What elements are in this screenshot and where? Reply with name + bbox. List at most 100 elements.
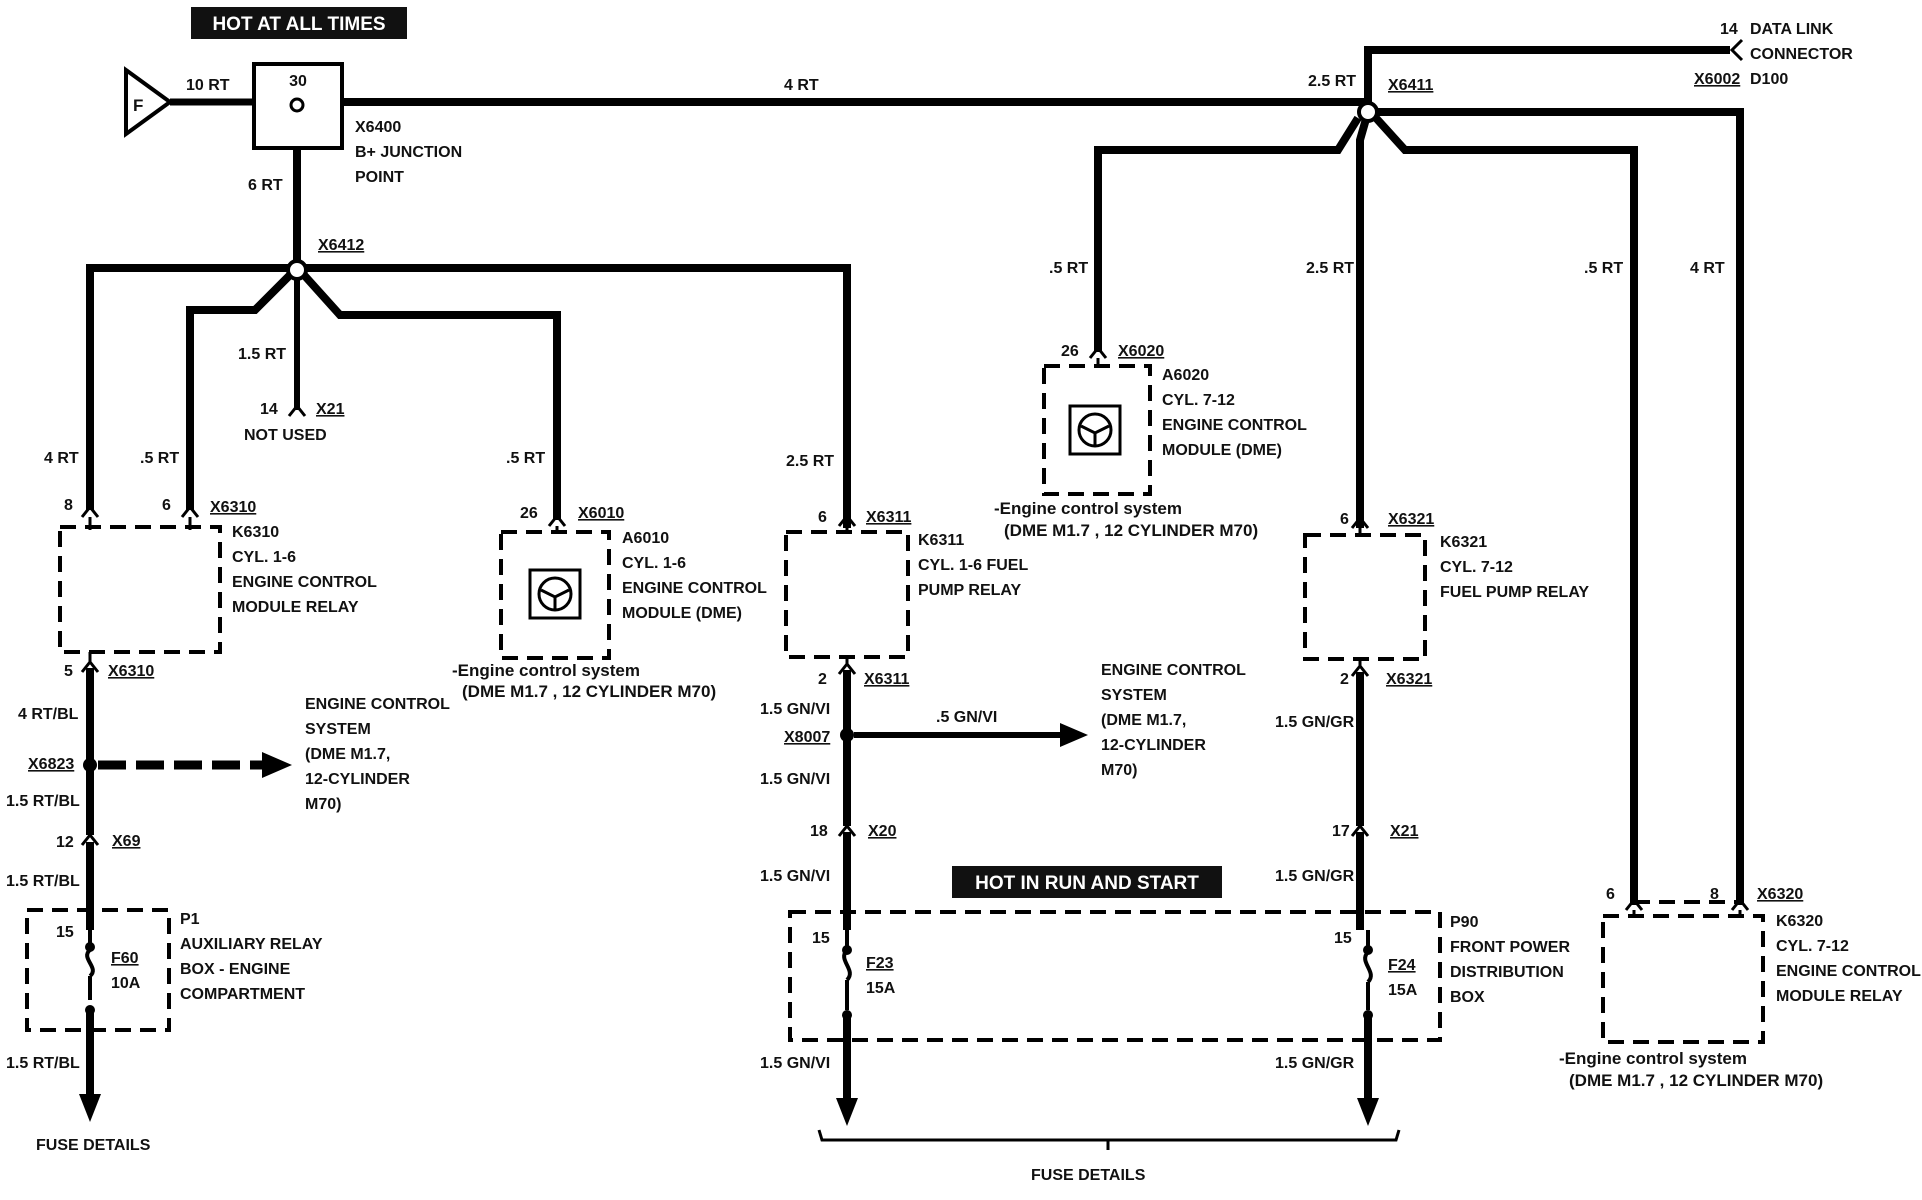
x69-pin: 12 (56, 834, 74, 851)
b-junction-name1: B+ JUNCTION (355, 144, 462, 161)
x21r-conn: X21 (1390, 823, 1419, 840)
k6321-out-conn: X6321 (1386, 671, 1432, 688)
ecs-left-line5: M70) (305, 796, 341, 813)
x21-unused-conn: X21 (316, 401, 345, 418)
k6310-relay-box (58, 525, 222, 654)
x69-below-wire-label: 1.5 RT/BL (6, 873, 80, 890)
x21-unused-connector (287, 403, 307, 417)
hot-at-all-times-label: HOT AT ALL TIMES (212, 14, 385, 35)
k6320-conn: X6320 (1757, 886, 1803, 903)
k6320-id: K6320 (1776, 913, 1823, 930)
a6020-line3: MODULE (DME) (1162, 442, 1282, 459)
x6823-branch-arrow (262, 752, 292, 778)
a6010-conn: X6010 (578, 505, 624, 522)
x8007-branch-label: .5 GN/VI (936, 709, 997, 726)
x6823-label: X6823 (28, 756, 74, 773)
x8007-label: X8007 (784, 729, 830, 746)
k6311-out-wire-label: 1.5 GN/VI (760, 701, 830, 718)
k6321-conn: X6321 (1388, 511, 1434, 528)
top-right-wire-label: 2.5 RT (1308, 73, 1356, 90)
data-link-wire (1364, 46, 1730, 102)
x6823-below-wire-label: 1.5 RT/BL (6, 793, 80, 810)
a6020-wire (1094, 115, 1362, 352)
b-junction-id: X6400 (355, 119, 401, 136)
p90-line3: BOX (1450, 989, 1485, 1006)
fusible-link-label: F (133, 96, 143, 115)
fuse-details-left: FUSE DETAILS (36, 1137, 151, 1154)
a6010-pin: 26 (520, 505, 538, 522)
k6321-wire (1356, 110, 1372, 528)
k6320-line1: CYL. 7-12 (1776, 938, 1849, 955)
f60-fuse-symbol (85, 930, 95, 1000)
f23-amps: 15A (866, 980, 896, 997)
ecs-mid-line2: SYSTEM (1101, 687, 1167, 704)
p1-line3: COMPARTMENT (180, 986, 305, 1003)
x21-unused-note: NOT USED (244, 427, 327, 444)
f60-id: F60 (111, 950, 139, 967)
ecs-mid-line4: 12-CYLINDER (1101, 737, 1206, 754)
x69-conn: X69 (112, 833, 141, 850)
k6321-out-connector (1350, 663, 1370, 677)
k6311-relay-box (784, 530, 910, 659)
b-junction-down-label: 6 RT (248, 177, 283, 194)
a6020-wire-label: .5 RT (1049, 260, 1088, 277)
x21r-pin: 17 (1332, 823, 1350, 840)
k6310-out-connector (80, 659, 100, 673)
k6310-conn: X6310 (210, 499, 256, 516)
x6411-splice (1357, 101, 1379, 123)
a6020-line1: CYL. 7-12 (1162, 392, 1235, 409)
k6311-wire (297, 264, 851, 528)
x20-below-wire-label: 1.5 GN/VI (760, 868, 830, 885)
k6310-pin8: 8 (64, 497, 73, 514)
a6010-connector (547, 513, 567, 527)
a6010-wheel-spokes (540, 588, 570, 610)
f23-top-terminal (842, 945, 852, 955)
a6020-line2: ENGINE CONTROL (1162, 417, 1307, 434)
a6010-wire-label: .5 RT (506, 450, 545, 467)
k6310-line3: MODULE RELAY (232, 599, 359, 616)
fuse-left-out-label: 1.5 RT/BL (6, 1055, 80, 1072)
data-link-pin: 14 (1720, 21, 1738, 38)
k6321-id: K6321 (1440, 534, 1487, 551)
k6321-pin: 6 (1340, 511, 1349, 528)
data-link-name2: CONNECTOR (1750, 46, 1853, 63)
ecs-left-line4: 12-CYLINDER (305, 771, 410, 788)
p90-pin-right: 15 (1334, 930, 1352, 947)
f60-top-terminal (85, 942, 95, 952)
k6311-out-pin: 2 (818, 671, 827, 688)
a6020-pin: 26 (1061, 343, 1079, 360)
f24-amps: 15A (1388, 982, 1418, 999)
x6411-label: X6411 (1388, 77, 1433, 94)
x21-unused-pin: 14 (260, 401, 278, 418)
k6320-pin8: 8 (1710, 886, 1719, 903)
x21-unused-wire-label: 1.5 RT (238, 346, 286, 363)
p1-fuse-box (25, 908, 171, 1032)
k6311-id: K6311 (918, 532, 964, 549)
a6020-ref1: -Engine control system (994, 499, 1182, 518)
x20-connector (837, 823, 857, 837)
x6412-label: X6412 (318, 237, 364, 254)
k6310-pin8-wire (86, 264, 297, 510)
x6823-splice (83, 758, 97, 772)
hot-at-all-times-banner (191, 7, 407, 39)
f23-out-label: 1.5 GN/VI (760, 1055, 830, 1072)
k6321-line1: CYL. 7-12 (1440, 559, 1513, 576)
f23-id: F23 (866, 955, 894, 972)
k6321-connector (1350, 515, 1370, 529)
p1-id: P1 (180, 911, 200, 928)
k6310-pin6-wire (186, 272, 293, 510)
data-link-connector (1729, 38, 1744, 62)
p90-fuse-box (788, 910, 1442, 1042)
f60-amps: 10A (111, 975, 141, 992)
k6310-id: K6310 (232, 524, 279, 541)
fuse-left-arrow (79, 1094, 101, 1122)
k6311-pin: 6 (818, 509, 827, 526)
f23-fuse-symbol (842, 930, 852, 1010)
k6310-line2: ENGINE CONTROL (232, 574, 377, 591)
a6010-wire (301, 272, 561, 520)
k6320-pin8-wire-label: 4 RT (1690, 260, 1725, 277)
k6310-pin8-wire-label: 4 RT (44, 450, 79, 467)
a6010-line3: MODULE (DME) (622, 605, 742, 622)
x6412-splice (286, 259, 308, 281)
k6321-out-wire-label: 1.5 GN/GR (1275, 714, 1355, 731)
